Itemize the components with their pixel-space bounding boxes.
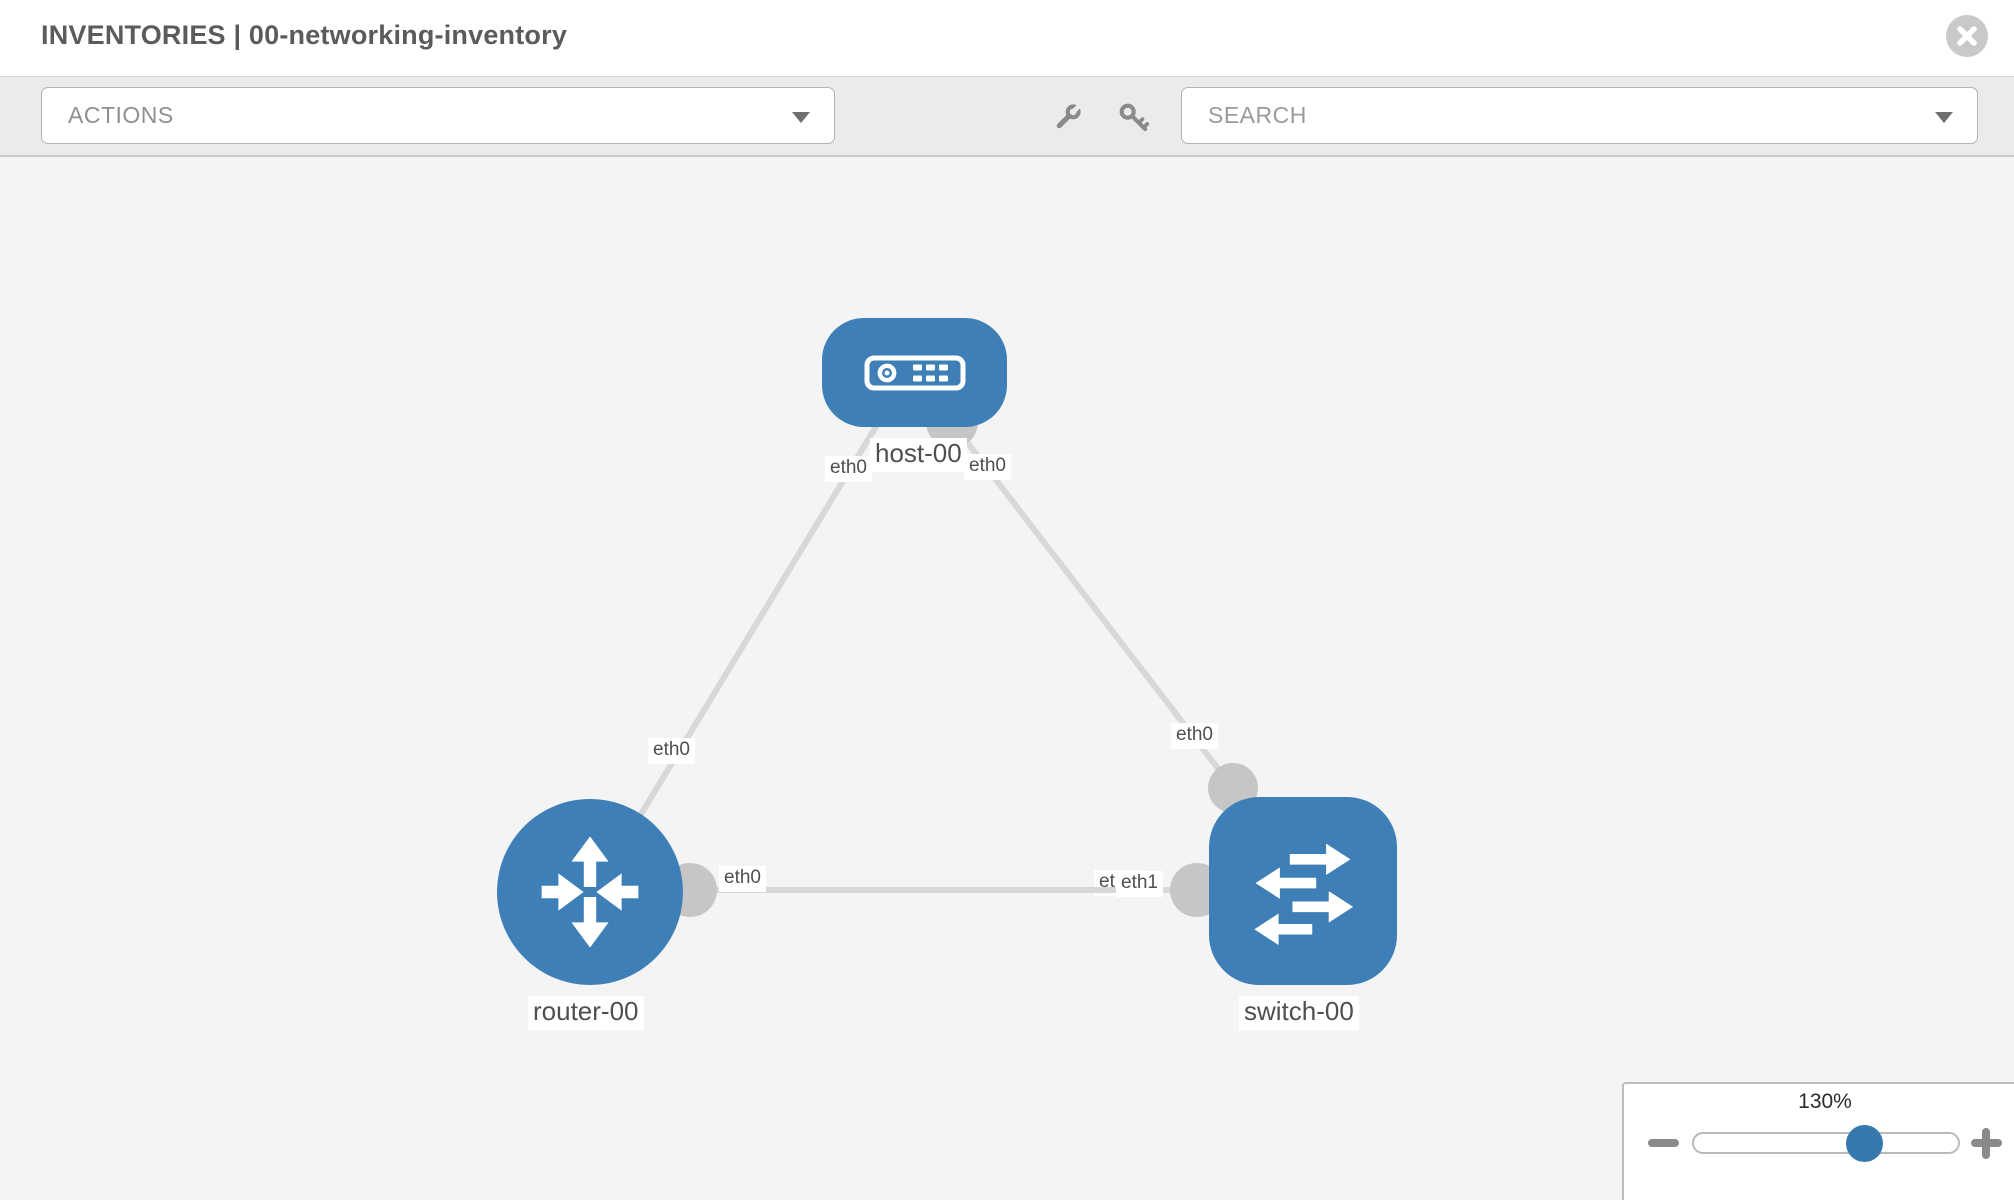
zoom-control-panel: 130% xyxy=(1622,1082,2014,1200)
page-title: INVENTORIES | 00-networking-inventory xyxy=(41,20,568,50)
zoom-in-icon[interactable] xyxy=(1971,1128,2002,1159)
zoom-slider-handle[interactable] xyxy=(1846,1125,1883,1162)
actions-dropdown-label: ACTIONS xyxy=(68,102,174,128)
topology-canvas[interactable]: eth0 xyxy=(0,157,2014,1200)
interface-label-host-eth0-right: eth0 xyxy=(964,454,1011,480)
zoom-slider-track[interactable] xyxy=(1692,1132,1960,1154)
toolbar: ACTIONS SEARCH xyxy=(0,76,2014,157)
interface-label-switch-eth0-top: eth0 xyxy=(1171,723,1218,749)
switch-arrows-icon xyxy=(1254,843,1354,946)
actions-dropdown[interactable]: ACTIONS xyxy=(41,87,835,144)
close-button[interactable] xyxy=(1946,15,1988,57)
close-icon xyxy=(1957,26,1977,46)
wrench-icon xyxy=(1056,103,1082,129)
zoom-percentage: 130% xyxy=(1798,1090,1852,1113)
topology-links xyxy=(592,396,1303,917)
server-icon xyxy=(864,355,965,390)
interface-label-host-eth0-left: eth0 xyxy=(825,456,872,482)
node-label-router-00[interactable]: router-00 xyxy=(528,996,644,1030)
search-dropdown[interactable]: SEARCH xyxy=(1181,87,1978,144)
node-host-00[interactable] xyxy=(822,318,1007,427)
node-router-00[interactable] xyxy=(497,799,683,985)
chevron-down-icon xyxy=(1935,112,1953,123)
link-host-router[interactable] xyxy=(592,418,883,892)
credentials-button[interactable] xyxy=(1113,97,1155,139)
configure-button[interactable] xyxy=(1046,97,1088,139)
zoom-out-icon[interactable] xyxy=(1648,1139,1679,1147)
chevron-down-icon xyxy=(792,112,810,123)
interface-label-switch-eth1: eth1 xyxy=(1116,871,1163,897)
node-label-switch-00[interactable]: switch-00 xyxy=(1239,996,1359,1030)
interface-label-router-eth0-top: eth0 xyxy=(648,738,695,764)
node-label-host-00[interactable]: host-00 xyxy=(870,438,967,472)
header: INVENTORIES | 00-networking-inventory xyxy=(0,0,2014,76)
interface-label-router-eth0-right: eth0 xyxy=(719,866,766,892)
node-switch-00[interactable] xyxy=(1209,797,1397,985)
key-icon xyxy=(1119,103,1150,132)
search-placeholder: SEARCH xyxy=(1208,102,1307,128)
router-arrows-icon xyxy=(541,836,639,948)
